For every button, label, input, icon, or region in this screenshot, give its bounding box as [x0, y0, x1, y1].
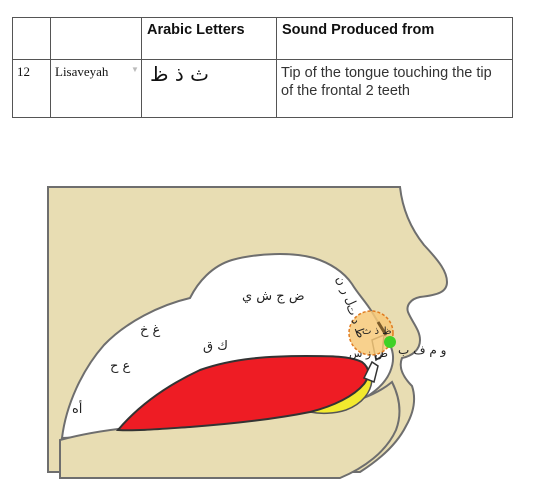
lower-tooth — [362, 360, 379, 384]
row-number: 12 — [12, 59, 51, 118]
row-arabic-letters: ث ذ ظ — [141, 59, 277, 118]
articulation-target-circle — [348, 310, 394, 356]
label-back-tongue: ك ق — [203, 339, 228, 354]
contact-point-marker — [384, 336, 396, 348]
header-arabic-letters: Arabic Letters — [141, 17, 277, 60]
label-target-letters: ظ ذ ث — [362, 326, 391, 337]
table-header-row: Arabic Letters Sound Produced from — [12, 17, 513, 60]
label-throat-high: غ خ — [140, 323, 161, 338]
label-throat-low: أه — [72, 400, 82, 417]
row-description: Tip of the tongue touching the tip of th… — [276, 59, 513, 118]
chevron-down-icon[interactable]: ▼ — [131, 65, 139, 74]
label-throat-mid: ع ح — [110, 359, 131, 374]
table-row: 12 Lisaveyah ▼ ث ذ ظ Tip of the tongue t… — [12, 59, 513, 118]
tongue-tip-pointer — [376, 321, 388, 336]
label-lips: و م ف ب — [398, 343, 446, 358]
row-name-cell: Lisaveyah ▼ — [50, 59, 142, 118]
header-sound-produced-from: Sound Produced from — [276, 17, 513, 60]
label-mid-tongue: ض ج ش ي — [242, 289, 305, 304]
label-tongue-tip-lower: ص ز س — [349, 347, 388, 360]
articulation-table: Arabic Letters Sound Produced from 12 Li… — [12, 17, 513, 118]
row-name: Lisaveyah — [55, 64, 109, 79]
header-cell-number — [12, 17, 51, 60]
